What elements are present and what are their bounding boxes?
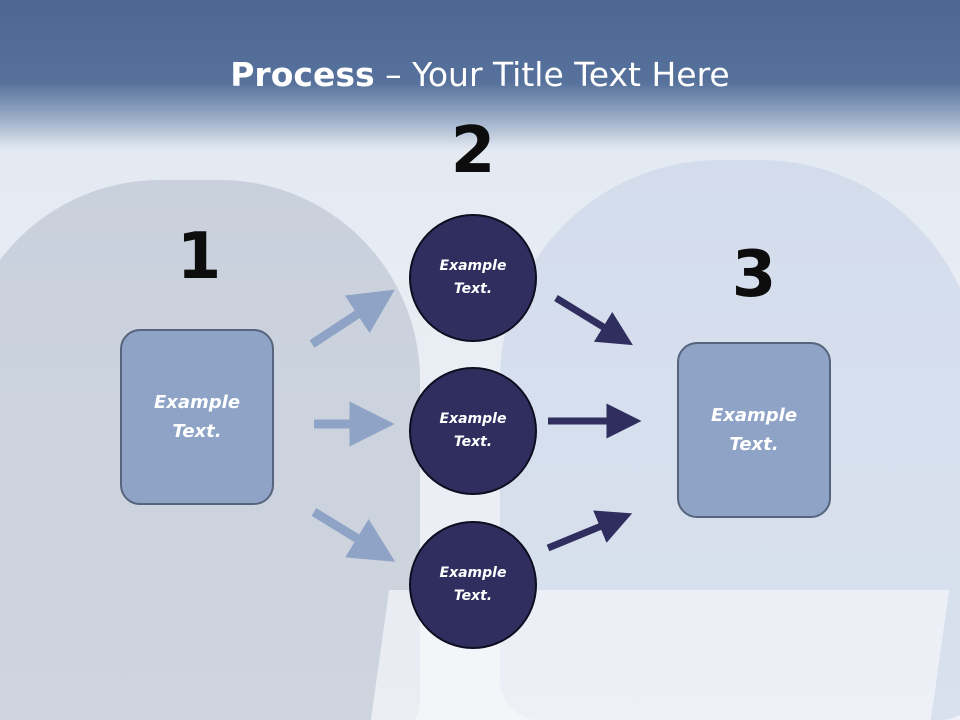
circle-top-text: Example Text. [439,258,507,297]
arrow-box1-to-circle3 [311,508,396,562]
step-2-circle-bottom: Example Text. [409,521,537,649]
title-rest: – Your Title Text Here [374,55,730,94]
title-bold: Process [230,55,375,94]
step-number-3: 3 [731,238,777,312]
step-number-2: 2 [450,114,496,188]
circle-middle-text: Example Text. [439,411,507,450]
arrow-circle3-to-box3 [546,510,633,552]
step-2-circle-top: Example Text. [409,214,537,342]
step-number-1: 1 [176,220,222,294]
step-3-text: Example Text. [710,405,798,455]
arrow-circle1-to-box3 [554,295,633,346]
step-1-text: Example Text. [153,392,241,442]
arrow-box1-to-circle1 [309,289,395,348]
step-1-box: Example Text. [120,329,274,505]
step-2-circle-middle: Example Text. [409,367,537,495]
slide-title: Process – Your Title Text Here [0,52,960,98]
step-3-box: Example Text. [677,342,831,518]
title-bar [0,0,960,150]
circle-bottom-text: Example Text. [439,565,507,604]
